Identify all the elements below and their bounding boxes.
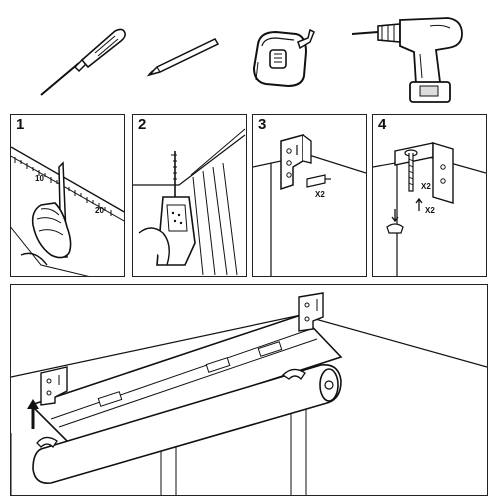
step-3-qty-label: X2 [315,190,325,199]
pencil-icon [146,38,220,77]
step-4-panel: 4 X2 X2 [372,114,487,277]
step-4-qty-label-a: X2 [421,182,431,191]
step-4-qty-label-b: X2 [425,206,435,215]
step-3-number: 3 [258,116,267,133]
step-1-illustration: 10 20 [11,146,124,276]
step-1-number: 1 [16,116,25,133]
drill-icon [351,17,463,103]
step-2-number: 2 [138,116,147,133]
installation-overview-panel [10,284,488,496]
screwdriver-icon [40,28,126,96]
step-3-illustration: X2 [253,134,366,276]
tools-row [0,0,500,110]
step-4-number: 4 [378,116,387,133]
ruler-mark-20: 20 [95,206,104,215]
step-2-panel: 2 [132,114,247,277]
ruler-mark-10: 10 [35,174,44,183]
step-2-illustration [133,128,246,276]
roller-blind-illustration [11,292,487,495]
tape-measure-icon [252,28,315,88]
step-1-panel: 1 10 20 [10,114,125,277]
step-3-panel: 3 X2 [252,114,367,277]
step-4-illustration: X2 X2 [373,142,486,276]
